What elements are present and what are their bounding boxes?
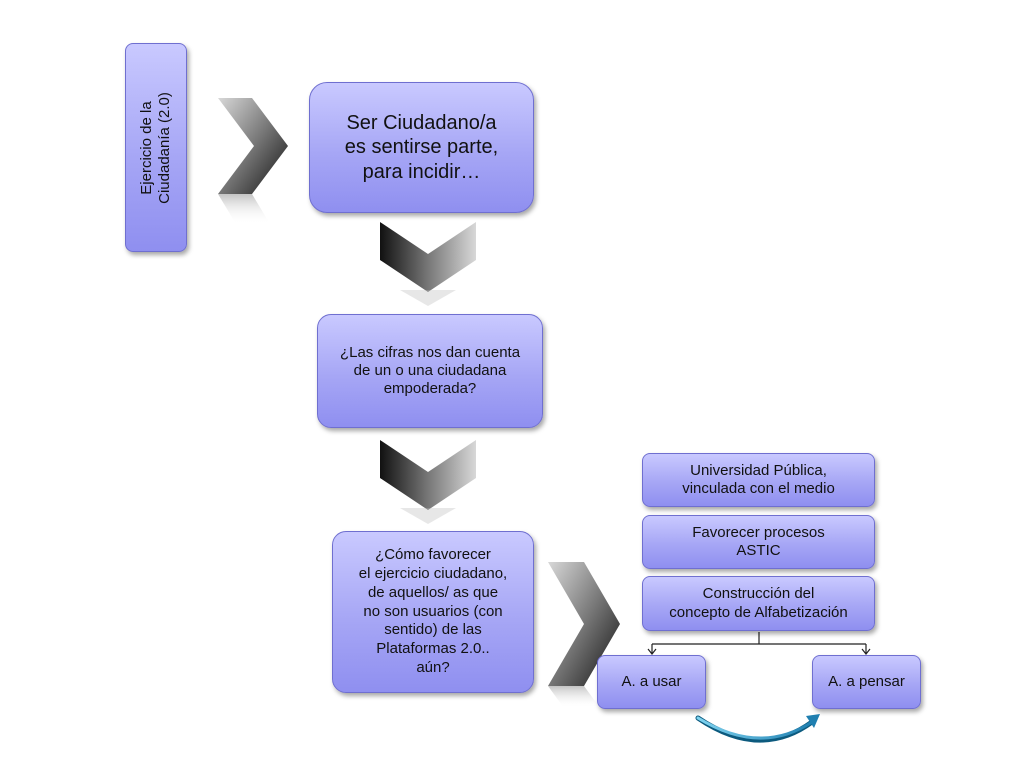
right-box-alfabetizacion: Construcción del concepto de Alfabetizac… (642, 576, 875, 631)
curved-arrow-icon (695, 714, 820, 743)
right-box-astic-text: Favorecer procesos ASTIC (692, 523, 825, 559)
branch-pensar-text: A. a pensar (828, 672, 905, 690)
side-label-box: Ejercicio de la Ciudadanía (2.0) (125, 43, 187, 252)
branch-usar-text: A. a usar (621, 672, 682, 690)
question-2-text: ¿Cómo favorecer el ejercicio ciudadano, … (358, 546, 508, 676)
question-box-2: ¿Cómo favorecer el ejercicio ciudadano, … (332, 531, 534, 693)
main-statement-text: Ser Ciudadano/a es sentirse parte, para … (344, 111, 499, 183)
question-1-text: ¿Las cifras nos dan cuenta de un o una c… (339, 343, 521, 398)
main-statement-box: Ser Ciudadano/a es sentirse parte, para … (309, 82, 534, 213)
question-box-1: ¿Las cifras nos dan cuenta de un o una c… (317, 314, 543, 428)
chevron-down-icon (380, 440, 476, 524)
right-box-university-text: Universidad Pública, vinculada con el me… (682, 461, 835, 497)
branch-box-pensar: A. a pensar (812, 655, 921, 709)
chevron-right-icon (218, 98, 288, 224)
side-label-text: Ejercicio de la Ciudadanía (2.0) (138, 91, 173, 204)
chevron-down-icon (380, 222, 476, 306)
right-box-astic: Favorecer procesos ASTIC (642, 515, 875, 569)
right-box-university: Universidad Pública, vinculada con el me… (642, 453, 875, 507)
branch-box-usar: A. a usar (597, 655, 706, 709)
branch-connector (647, 632, 871, 655)
right-box-alfabetizacion-text: Construcción del concepto de Alfabetizac… (669, 585, 848, 621)
